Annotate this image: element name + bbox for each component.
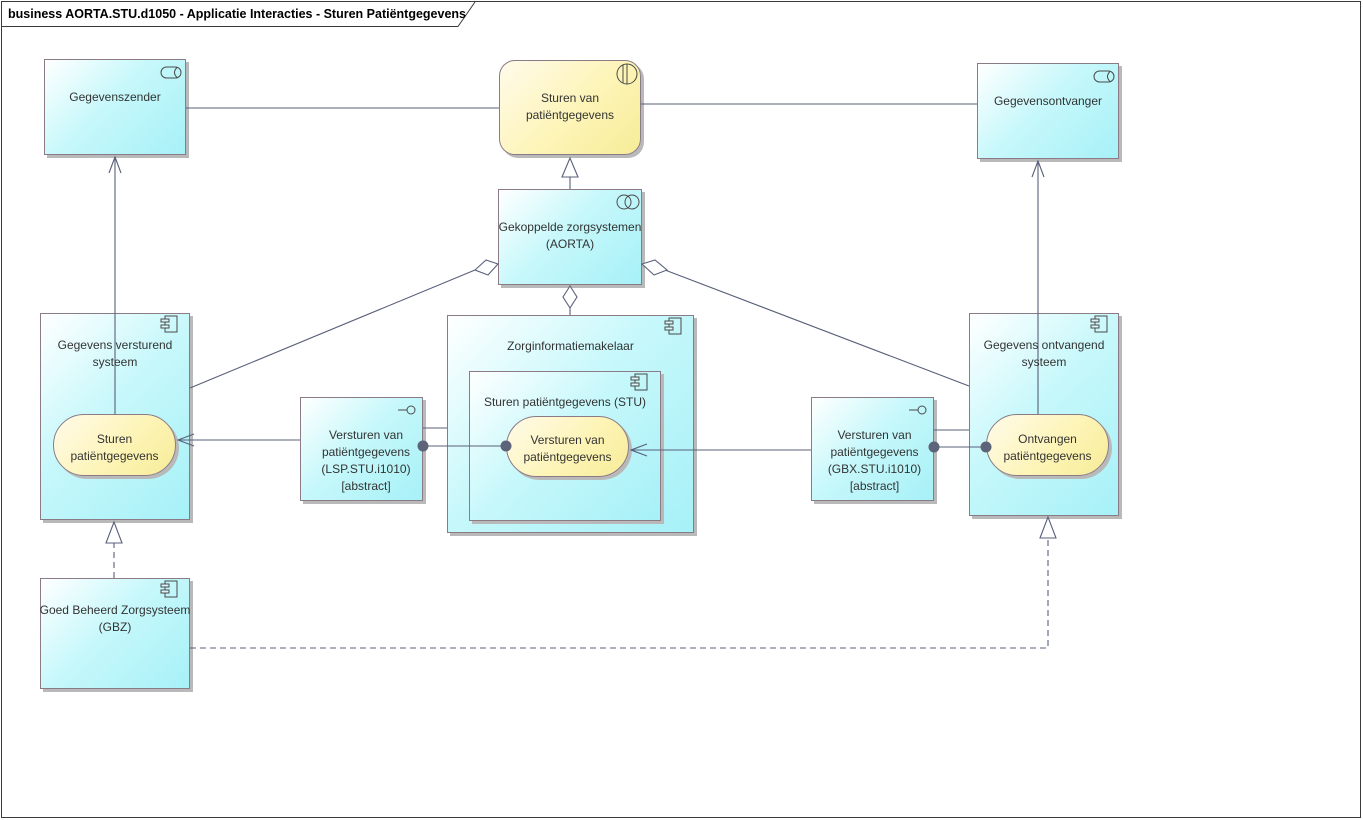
gegevensontvanger-node[interactable] bbox=[977, 63, 1119, 159]
sturen-van-label: Sturen van patiëntgegevens bbox=[525, 91, 615, 122]
zorginformatiemakelaar-label: Zorginformatiemakelaar bbox=[507, 339, 634, 353]
versturen-van-patientgegevens-label: Versturen van patiëntgegevens bbox=[523, 433, 612, 464]
ontvangen-patientgegevens-label: Ontvangen patiëntgegevens bbox=[1003, 432, 1092, 463]
application-interaction-icon bbox=[1093, 70, 1115, 83]
aggregation-ontvangend[interactable] bbox=[664, 269, 970, 387]
gegevenszender-label: Gegevenszender bbox=[69, 90, 161, 104]
application-component-icon bbox=[160, 315, 178, 333]
application-collaboration-icon bbox=[616, 194, 640, 210]
realization-gbz-ontvangend[interactable] bbox=[190, 538, 1049, 649]
title-tab-outline bbox=[1, 1, 476, 27]
gbz-label: Goed Beheerd Zorgsysteem (GBZ) bbox=[39, 603, 191, 634]
application-interface-icon bbox=[909, 405, 927, 415]
diagram-title-tab: business AORTA.STU.d1050 - Applicatie In… bbox=[1, 1, 476, 27]
application-component-icon bbox=[630, 373, 648, 391]
ontvangen-patientgegevens-process[interactable] bbox=[986, 414, 1109, 476]
application-interaction-icon bbox=[160, 66, 182, 79]
application-component-icon bbox=[1090, 315, 1108, 333]
gegevenszender-node[interactable] bbox=[44, 59, 186, 155]
lsp-interface-label: Versturen van patiëntgegevens (LSP.STU.i… bbox=[321, 428, 411, 493]
sturen-van-service-node[interactable] bbox=[499, 60, 641, 155]
diagram-title: business AORTA.STU.d1050 - Applicatie In… bbox=[8, 7, 466, 21]
gbx-interface-node[interactable] bbox=[811, 397, 934, 501]
application-service-icon bbox=[616, 63, 638, 85]
sturen-patientgegevens-process[interactable] bbox=[53, 414, 176, 476]
gegevensontvanger-label: Gegevensontvanger bbox=[993, 94, 1103, 108]
gekoppelde-zorgsystemen-label: Gekoppelde zorgsystemen (AORTA) bbox=[498, 220, 642, 251]
gegevens-ontvangend-systeem-label: Gegevens ontvangend systeem bbox=[983, 338, 1105, 369]
application-component-icon bbox=[664, 317, 682, 335]
gegevens-versturend-systeem-label: Gegevens versturend systeem bbox=[57, 338, 173, 369]
application-component-icon bbox=[160, 580, 178, 598]
sturen-patientgegevens-label: Sturen patiëntgegevens bbox=[70, 432, 159, 463]
aggregation-versturend[interactable] bbox=[189, 269, 476, 389]
application-interface-icon bbox=[398, 405, 416, 415]
gbx-interface-label: Versturen van patiëntgegevens (GBX.STU.i… bbox=[827, 428, 922, 493]
sturen-patientgegevens-stu-label: Sturen patiëntgegevens (STU) bbox=[483, 395, 647, 409]
